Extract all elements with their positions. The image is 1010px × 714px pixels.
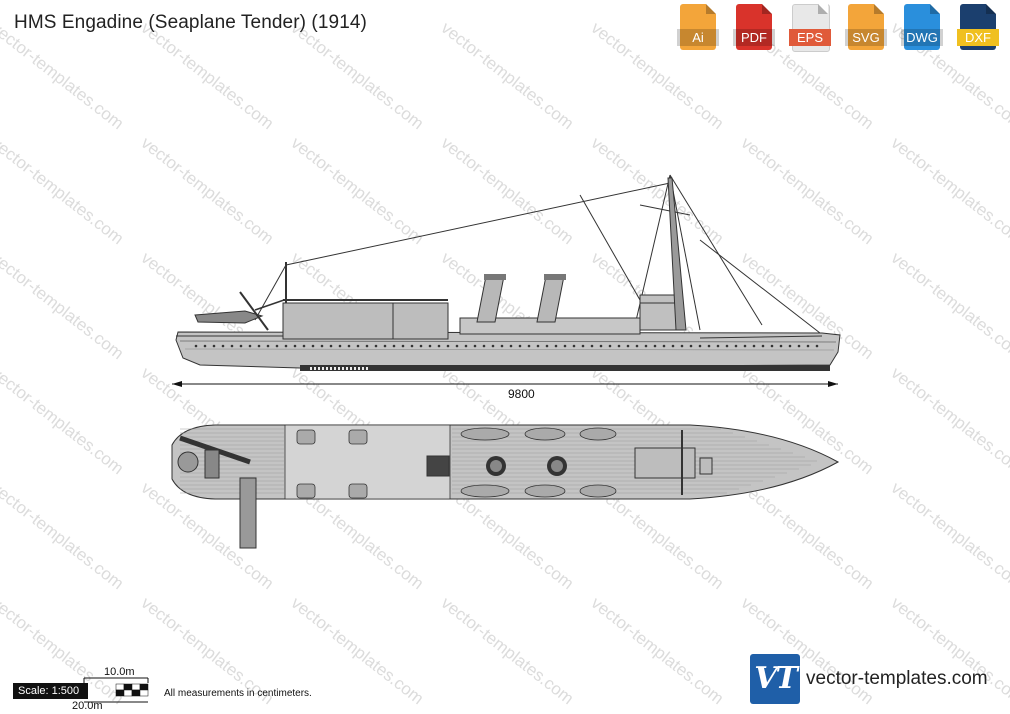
pdf-file-icon[interactable]: PDF <box>733 4 775 52</box>
ai-file-icon[interactable]: Ai <box>677 4 719 52</box>
format-label: EPS <box>789 29 831 46</box>
format-label: Ai <box>677 29 719 46</box>
svg-file-icon[interactable]: SVG <box>845 4 887 52</box>
page-title: HMS Engadine (Seaplane Tender) (1914) <box>14 12 367 33</box>
scale-zero-mark: 0 <box>80 686 87 698</box>
format-label: SVG <box>845 29 887 46</box>
dwg-file-icon[interactable]: DWG <box>901 4 943 52</box>
brand-name[interactable]: vector-templates.com <box>806 668 988 689</box>
dxf-file-icon[interactable]: DXF <box>957 4 999 52</box>
format-label: DXF <box>957 29 999 46</box>
length-dimension-label: 9800 <box>508 387 535 401</box>
measurement-note: All measurements in centimeters. <box>164 688 312 699</box>
format-label: PDF <box>733 29 775 46</box>
eps-file-icon[interactable]: EPS <box>789 4 831 52</box>
scale-bottom-mark: 20.0m <box>72 700 103 712</box>
brand-logo-icon[interactable]: VT <box>750 654 800 704</box>
format-downloads: Ai PDF EPS SVG DWG DXF <box>677 4 999 52</box>
scale-top-mark: 10.0m <box>104 666 135 678</box>
scale-label: Scale: 1:500 <box>13 683 88 699</box>
side-profile <box>172 174 841 387</box>
format-label: DWG <box>901 29 943 46</box>
top-view <box>171 424 840 549</box>
